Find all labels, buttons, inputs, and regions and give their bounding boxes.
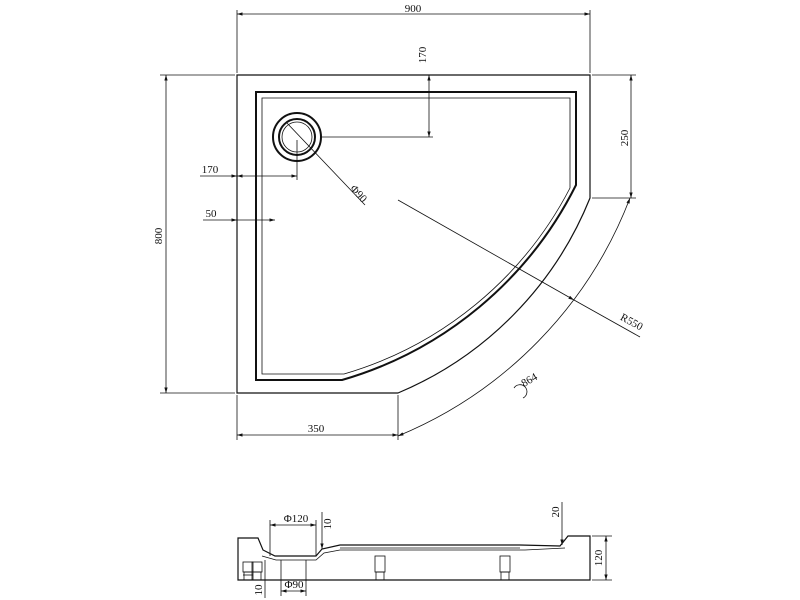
tray-inner-basin: [255, 91, 577, 381]
dim-drain-side: 170: [200, 140, 298, 180]
dim-front-return-label: 350: [308, 423, 325, 435]
dim-drain-diameter-label: Φ90: [347, 183, 369, 205]
dim-waste-inner: Φ90: [280, 560, 307, 596]
dim-foot-height: 10: [253, 560, 266, 598]
dim-drain-back-label: 170: [417, 46, 429, 63]
dim-radius-label: R550: [618, 311, 645, 333]
tray-section-profile: [237, 535, 591, 581]
dim-rim-height-label: 20: [550, 506, 562, 518]
dim-foot-height-label: 10: [253, 584, 265, 596]
support-feet: [242, 555, 511, 581]
dim-front-return: 350: [236, 395, 399, 440]
dim-waste-depth: 10: [320, 512, 334, 549]
dim-width-label: 900: [405, 3, 422, 15]
dim-width: 900: [236, 3, 591, 73]
dim-side-return: 250: [592, 74, 636, 199]
section-view: Φ120 Φ90 10 10 20 120: [237, 502, 612, 598]
dim-rim-height: 20: [550, 502, 564, 545]
dim-rim-label: 50: [206, 208, 218, 220]
dim-waste-outer: Φ120: [269, 513, 317, 556]
tray-inner-rim: [261, 97, 571, 375]
foot-icon: [242, 561, 254, 581]
dim-depth: 800: [153, 74, 235, 394]
tray-outer-outline: [236, 74, 591, 394]
dim-tray-height-label: 120: [593, 549, 605, 566]
dim-waste-depth-label: 10: [322, 518, 334, 530]
foot-icon: [251, 561, 263, 581]
dim-waste-inner-label: Φ90: [284, 579, 304, 591]
dim-drain-side-label: 170: [202, 164, 219, 176]
tray-section-inner: [261, 547, 566, 561]
dim-drain-diameter: Φ90: [285, 121, 369, 205]
dim-drain-back: 170: [322, 46, 433, 138]
plan-view: 900 800 170 170 50: [153, 3, 645, 440]
foot-icon: [499, 555, 511, 581]
dim-tray-height: 120: [592, 535, 612, 581]
dim-outer-arc-label: 864: [519, 371, 540, 390]
dim-outer-arc: 864: [397, 197, 631, 437]
foot-icon: [374, 555, 386, 581]
dim-depth-label: 800: [153, 227, 165, 244]
dim-rim: 50: [203, 208, 275, 222]
dim-waste-outer-label: Φ120: [284, 513, 309, 525]
dim-side-return-label: 250: [619, 129, 631, 146]
dim-radius: R550: [397, 199, 645, 338]
